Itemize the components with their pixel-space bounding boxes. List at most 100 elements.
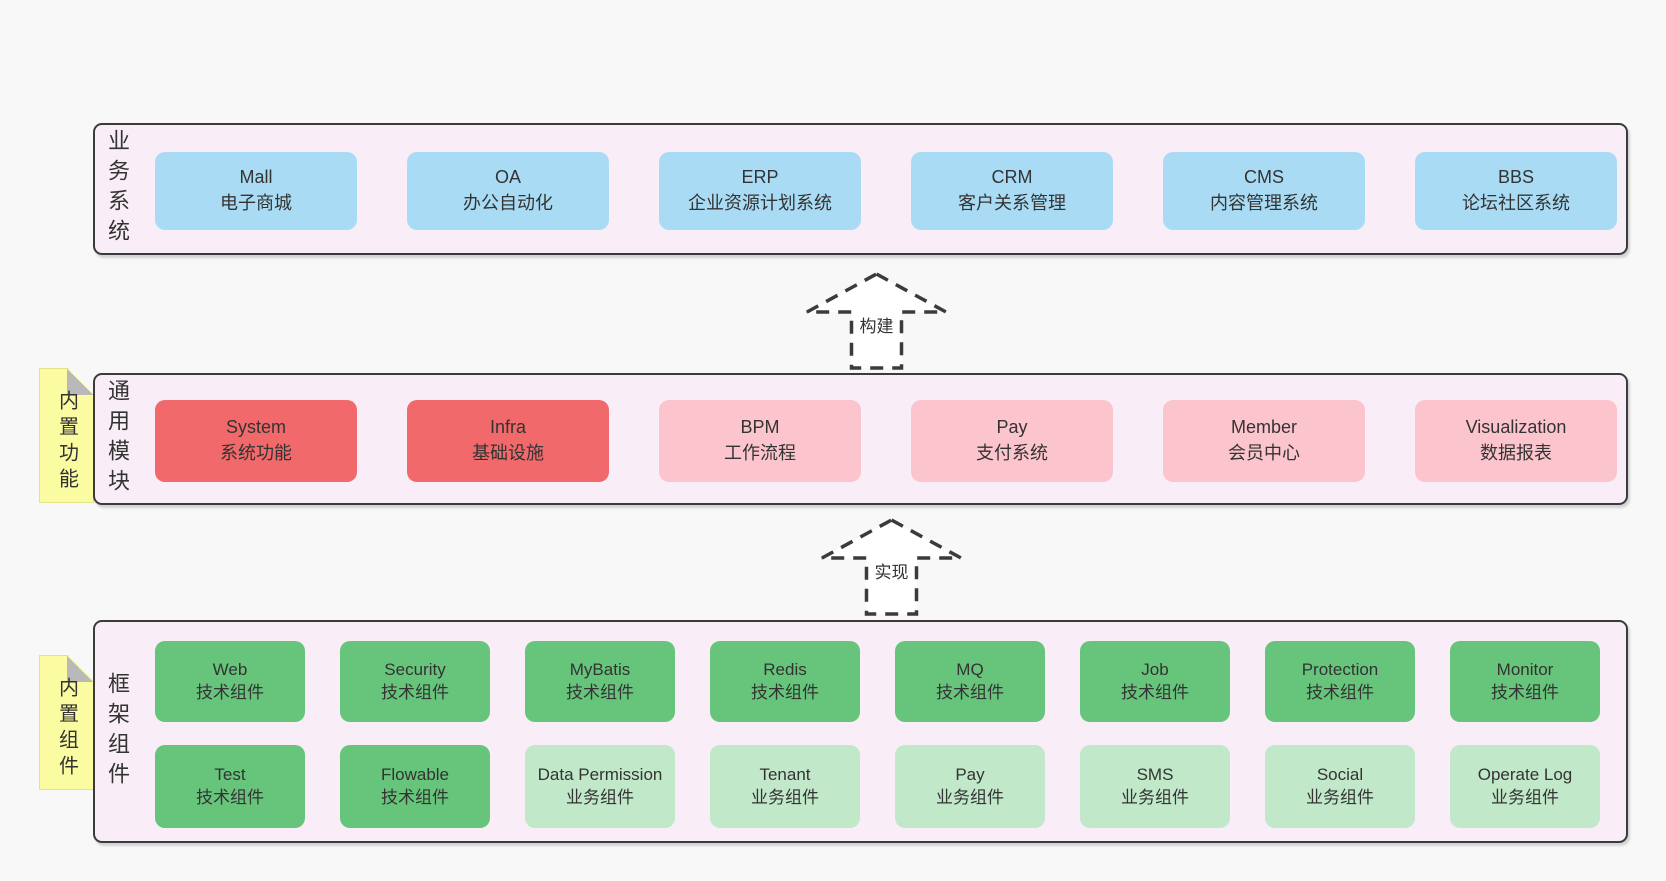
box-subtitle: 企业资源计划系统 bbox=[688, 193, 832, 213]
box-operate-log: Operate Log 业务组件 bbox=[1450, 745, 1600, 828]
components-box-row-1: Web 技术组件 Security 技术组件 MyBatis 技术组件 Redi… bbox=[155, 641, 1600, 722]
box-subtitle: 办公自动化 bbox=[463, 193, 553, 213]
box-pay-system: Pay 支付系统 bbox=[911, 400, 1113, 482]
box-title: Pay bbox=[996, 417, 1028, 438]
sticky-note-builtin-features: 内置功能 bbox=[39, 368, 94, 503]
box-title: Mall bbox=[239, 167, 273, 188]
box-bbs: BBS 论坛社区系统 bbox=[1415, 152, 1617, 230]
box-test: Test 技术组件 bbox=[155, 745, 305, 828]
section-label-modules: 通用模块 bbox=[105, 379, 130, 499]
box-visualization: Visualization 数据报表 bbox=[1415, 400, 1617, 482]
box-title: Security bbox=[384, 660, 446, 680]
box-security: Security 技术组件 bbox=[340, 641, 490, 722]
box-subtitle: 论坛社区系统 bbox=[1462, 193, 1570, 213]
box-title: Visualization bbox=[1465, 417, 1567, 438]
box-subtitle: 技术组件 bbox=[196, 682, 264, 702]
box-subtitle: 业务组件 bbox=[1491, 787, 1559, 807]
box-subtitle: 电子商城 bbox=[220, 193, 292, 213]
box-member: Member 会员中心 bbox=[1163, 400, 1365, 482]
box-title: Data Permission bbox=[537, 765, 663, 785]
box-subtitle: 技术组件 bbox=[381, 787, 449, 807]
box-subtitle: 技术组件 bbox=[1306, 682, 1374, 702]
box-subtitle: 技术组件 bbox=[1491, 682, 1559, 702]
box-subtitle: 支付系统 bbox=[976, 443, 1048, 463]
box-flowable: Flowable 技术组件 bbox=[340, 745, 490, 828]
box-infra: Infra 基础设施 bbox=[407, 400, 609, 482]
box-subtitle: 技术组件 bbox=[196, 787, 264, 807]
section-common-modules: 通用模块 System 系统功能 Infra 基础设施 BPM 工作流程 Pay… bbox=[93, 373, 1628, 505]
box-web: Web 技术组件 bbox=[155, 641, 305, 722]
box-subtitle: 业务组件 bbox=[566, 787, 634, 807]
box-subtitle: 数据报表 bbox=[1480, 443, 1552, 463]
box-monitor: Monitor 技术组件 bbox=[1450, 641, 1600, 722]
box-subtitle: 技术组件 bbox=[936, 682, 1004, 702]
box-subtitle: 客户关系管理 bbox=[958, 193, 1066, 213]
box-title: Test bbox=[214, 765, 246, 785]
section-label-components: 框架组件 bbox=[105, 671, 130, 792]
section-label-business: 业务系统 bbox=[105, 129, 130, 249]
box-title: CMS bbox=[1244, 167, 1284, 188]
box-subtitle: 技术组件 bbox=[751, 682, 819, 702]
box-pay-component: Pay 业务组件 bbox=[895, 745, 1045, 828]
box-data-permission: Data Permission 业务组件 bbox=[525, 745, 675, 828]
box-title: SMS bbox=[1136, 765, 1174, 785]
modules-box-row: System 系统功能 Infra 基础设施 BPM 工作流程 Pay 支付系统… bbox=[155, 400, 1617, 482]
implement-arrow-label: 实现 bbox=[872, 558, 911, 583]
sticky-note-text: 内置功能 bbox=[55, 390, 78, 495]
box-subtitle: 业务组件 bbox=[936, 787, 1004, 807]
section-business-systems: 业务系统 Mall 电子商城 OA 办公自动化 ERP 企业资源计划系统 CRM… bbox=[93, 123, 1628, 255]
box-title: System bbox=[225, 417, 286, 438]
box-mall: Mall 电子商城 bbox=[155, 152, 357, 230]
implement-arrow: 实现 bbox=[820, 518, 963, 616]
box-title: Monitor bbox=[1496, 660, 1554, 680]
box-bpm: BPM 工作流程 bbox=[659, 400, 861, 482]
box-protection: Protection 技术组件 bbox=[1265, 641, 1415, 722]
box-subtitle: 技术组件 bbox=[1121, 682, 1189, 702]
box-title: ERP bbox=[741, 167, 779, 188]
box-tenant: Tenant 业务组件 bbox=[710, 745, 860, 828]
box-job: Job 技术组件 bbox=[1080, 641, 1230, 722]
box-title: CRM bbox=[991, 167, 1033, 188]
box-crm: CRM 客户关系管理 bbox=[911, 152, 1113, 230]
sticky-note-text: 内置组件 bbox=[55, 677, 78, 782]
box-subtitle: 会员中心 bbox=[1228, 443, 1300, 463]
box-title: OA bbox=[494, 167, 521, 188]
box-title: Flowable bbox=[380, 765, 450, 785]
box-title: MyBatis bbox=[569, 660, 631, 680]
box-social: Social 业务组件 bbox=[1265, 745, 1415, 828]
box-subtitle: 技术组件 bbox=[381, 682, 449, 702]
box-erp: ERP 企业资源计划系统 bbox=[659, 152, 861, 230]
box-title: MQ bbox=[956, 660, 984, 680]
box-title: Member bbox=[1230, 417, 1297, 438]
box-subtitle: 基础设施 bbox=[472, 443, 544, 463]
box-subtitle: 内容管理系统 bbox=[1210, 193, 1318, 213]
box-oa: OA 办公自动化 bbox=[407, 152, 609, 230]
box-title: Protection bbox=[1301, 660, 1379, 680]
build-arrow-label: 构建 bbox=[857, 312, 896, 337]
box-title: Pay bbox=[955, 765, 985, 785]
box-system: System 系统功能 bbox=[155, 400, 357, 482]
box-subtitle: 业务组件 bbox=[1121, 787, 1189, 807]
section-framework-components: 框架组件 Web 技术组件 Security 技术组件 MyBatis 技术组件… bbox=[93, 620, 1628, 843]
box-subtitle: 技术组件 bbox=[566, 682, 634, 702]
sticky-note-builtin-components: 内置组件 bbox=[39, 655, 94, 790]
build-arrow: 构建 bbox=[805, 272, 948, 370]
components-box-row-2: Test 技术组件 Flowable 技术组件 Data Permission … bbox=[155, 745, 1600, 828]
box-title: Social bbox=[1316, 765, 1364, 785]
box-sms: SMS 业务组件 bbox=[1080, 745, 1230, 828]
box-mybatis: MyBatis 技术组件 bbox=[525, 641, 675, 722]
box-title: BBS bbox=[1497, 167, 1535, 188]
box-subtitle: 工作流程 bbox=[724, 443, 796, 463]
box-subtitle: 业务组件 bbox=[751, 787, 819, 807]
box-subtitle: 系统功能 bbox=[220, 443, 292, 463]
box-title: Web bbox=[212, 660, 248, 680]
box-title: Infra bbox=[489, 417, 527, 438]
box-redis: Redis 技术组件 bbox=[710, 641, 860, 722]
box-mq: MQ 技术组件 bbox=[895, 641, 1045, 722]
business-box-row: Mall 电子商城 OA 办公自动化 ERP 企业资源计划系统 CRM 客户关系… bbox=[155, 152, 1617, 230]
box-title: Redis bbox=[763, 660, 807, 680]
box-subtitle: 业务组件 bbox=[1306, 787, 1374, 807]
box-title: Job bbox=[1141, 660, 1169, 680]
box-cms: CMS 内容管理系统 bbox=[1163, 152, 1365, 230]
